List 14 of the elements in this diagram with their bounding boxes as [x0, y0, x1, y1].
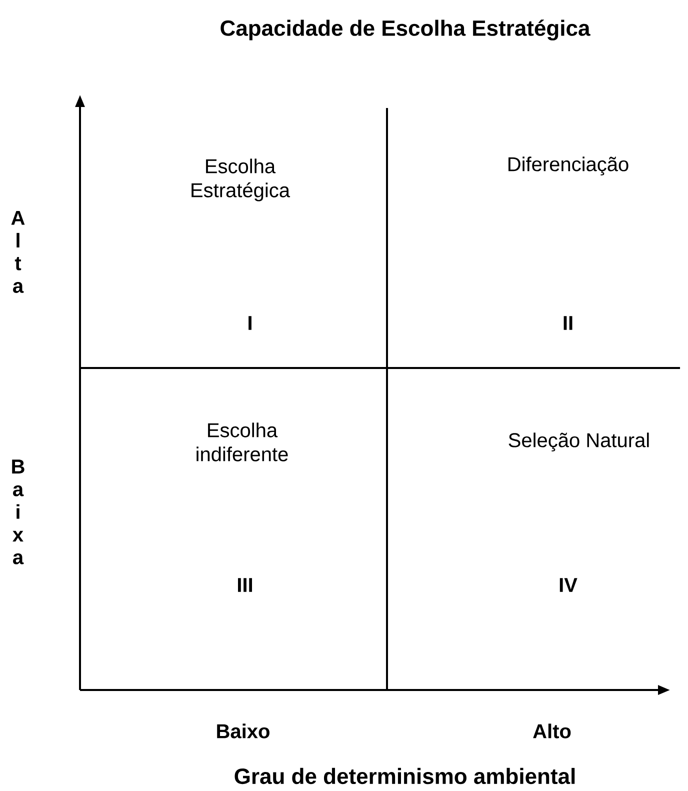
quadrant-number: III [238, 578, 252, 592]
quadrant-label: Diferenciação [508, 156, 628, 176]
axis-label: Alto [533, 724, 571, 738]
quadrant-number: II [564, 316, 572, 330]
quadrant-label: Escolha Estratégica [192, 158, 290, 202]
axis-label: Baixa [12, 460, 24, 564]
quadrant-number: IV [560, 578, 578, 592]
chart-title: Capacidade de Escolha Estratégica [220, 20, 590, 40]
axis-title: Grau de determinismo ambiental [234, 768, 575, 784]
quadrant-label: Escolha indiferente [196, 422, 288, 462]
axis-label: Baixo [217, 724, 270, 738]
quadrant-number: I [248, 316, 252, 330]
quadrant-label: Seleção Natural [508, 432, 649, 452]
axis-label: Alta [11, 211, 25, 293]
